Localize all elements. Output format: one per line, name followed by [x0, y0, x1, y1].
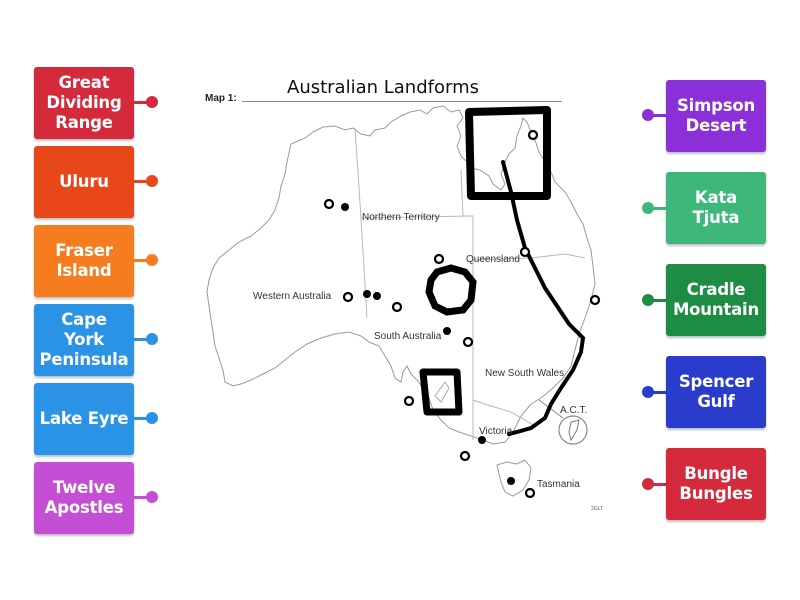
label-tasmania: Tasmania — [537, 479, 580, 490]
connector-cape-york-peninsula — [134, 338, 148, 341]
label-bungle-bungles[interactable]: Bungle Bungles — [666, 448, 766, 520]
connector-twelve-apostles — [134, 496, 148, 499]
connector-uluru — [134, 180, 148, 183]
spencer-gulf-shape — [434, 381, 450, 403]
connector-great-dividing-range — [134, 101, 148, 104]
wa-border — [354, 127, 368, 319]
connector-bungle-bungles — [652, 483, 666, 486]
tasmania-coastline — [496, 459, 532, 497]
label-new-south-wales: New South Wales — [485, 368, 565, 379]
pin-simpson-desert[interactable] — [642, 109, 654, 121]
act-callout-circle — [558, 415, 588, 445]
pin-kata-tjuta[interactable] — [642, 202, 654, 214]
australia-outline-map — [206, 105, 601, 499]
nt-sa-border — [360, 215, 472, 219]
label-simpson-desert[interactable]: Simpson Desert — [666, 80, 766, 152]
marker-open-sa-north — [391, 301, 403, 313]
map-copyright: 2GLT — [591, 506, 604, 512]
pin-twelve-apostles[interactable] — [146, 491, 158, 503]
connector-spencer-gulf — [652, 391, 666, 394]
label-fraser-island[interactable]: Fraser Island — [34, 225, 134, 297]
label-kata-tjuta[interactable]: Kata Tjuta — [666, 172, 766, 244]
connector-simpson-desert — [652, 114, 666, 117]
marker-open-tasmania — [524, 487, 536, 499]
marker-open-wa-central — [342, 291, 354, 303]
sa-qld-border — [463, 215, 474, 260]
connector-fraser-island — [134, 259, 148, 262]
open-markers — [323, 129, 601, 499]
map-title-underline — [242, 101, 562, 102]
marker-filled-uluru-b — [373, 292, 381, 300]
marker-open-south-coast — [459, 450, 471, 462]
label-victoria: Victoria — [479, 426, 513, 437]
connector-kata-tjuta — [652, 207, 666, 210]
marker-open-cape-york — [527, 129, 539, 141]
filled-markers — [341, 203, 515, 485]
marker-filled-sa — [443, 327, 451, 335]
nsw-vic-border — [472, 399, 536, 427]
marker-filled-uluru-a — [363, 290, 371, 298]
map-title: Australian Landforms — [287, 77, 479, 98]
pin-uluru[interactable] — [146, 175, 158, 187]
pin-fraser-island[interactable] — [146, 254, 158, 266]
spencer-gulf-box — [419, 368, 463, 416]
australia-map: Map 1: Australian Landforms — [195, 70, 615, 520]
qld-nsw-border — [472, 253, 586, 261]
marker-open-nt-south — [433, 253, 445, 265]
marker-open-sa-east — [462, 336, 474, 348]
mainland-coastline — [206, 105, 596, 445]
label-great-dividing-range[interactable]: Great Dividing Range — [34, 67, 134, 139]
pin-cape-york-peninsula[interactable] — [146, 333, 158, 345]
label-act: A.C.T. — [560, 405, 588, 416]
label-spencer-gulf[interactable]: Spencer Gulf — [666, 356, 766, 428]
nt-qld-border — [460, 169, 464, 217]
pin-great-dividing-range[interactable] — [146, 96, 158, 108]
cape-york-box — [465, 106, 551, 200]
label-cape-york-peninsula[interactable]: Cape York Peninsula — [34, 304, 134, 376]
pin-lake-eyre[interactable] — [146, 412, 158, 424]
pin-spencer-gulf[interactable] — [642, 386, 654, 398]
lake-eyre-circle — [425, 264, 477, 316]
marker-filled-tasmania — [507, 477, 515, 485]
pin-bungle-bungles[interactable] — [642, 478, 654, 490]
marker-filled-kimberley — [341, 203, 349, 211]
marker-open-queensland — [519, 246, 531, 258]
label-south-australia: South Australia — [374, 331, 442, 342]
pin-cradle-mountain[interactable] — [642, 294, 654, 306]
marker-open-fraser — [589, 294, 601, 306]
label-queensland: Queensland — [466, 254, 520, 265]
label-northern-territory: Northern Territory — [362, 212, 440, 223]
label-lake-eyre[interactable]: Lake Eyre — [34, 383, 134, 455]
marker-filled-victoria — [478, 436, 486, 444]
marker-open-eyre-peninsula — [403, 395, 415, 407]
map-header-label: Map 1: — [205, 93, 237, 104]
label-cradle-mountain[interactable]: Cradle Mountain — [666, 264, 766, 336]
label-western-australia: Western Australia — [253, 291, 332, 302]
label-twelve-apostles[interactable]: Twelve Apostles — [34, 462, 134, 534]
marker-open-kimberley — [323, 198, 335, 210]
act-shape — [568, 419, 580, 442]
connector-cradle-mountain — [652, 299, 666, 302]
label-uluru[interactable]: Uluru — [34, 146, 134, 218]
great-dividing-range-line — [501, 160, 586, 436]
connector-lake-eyre — [134, 417, 148, 420]
